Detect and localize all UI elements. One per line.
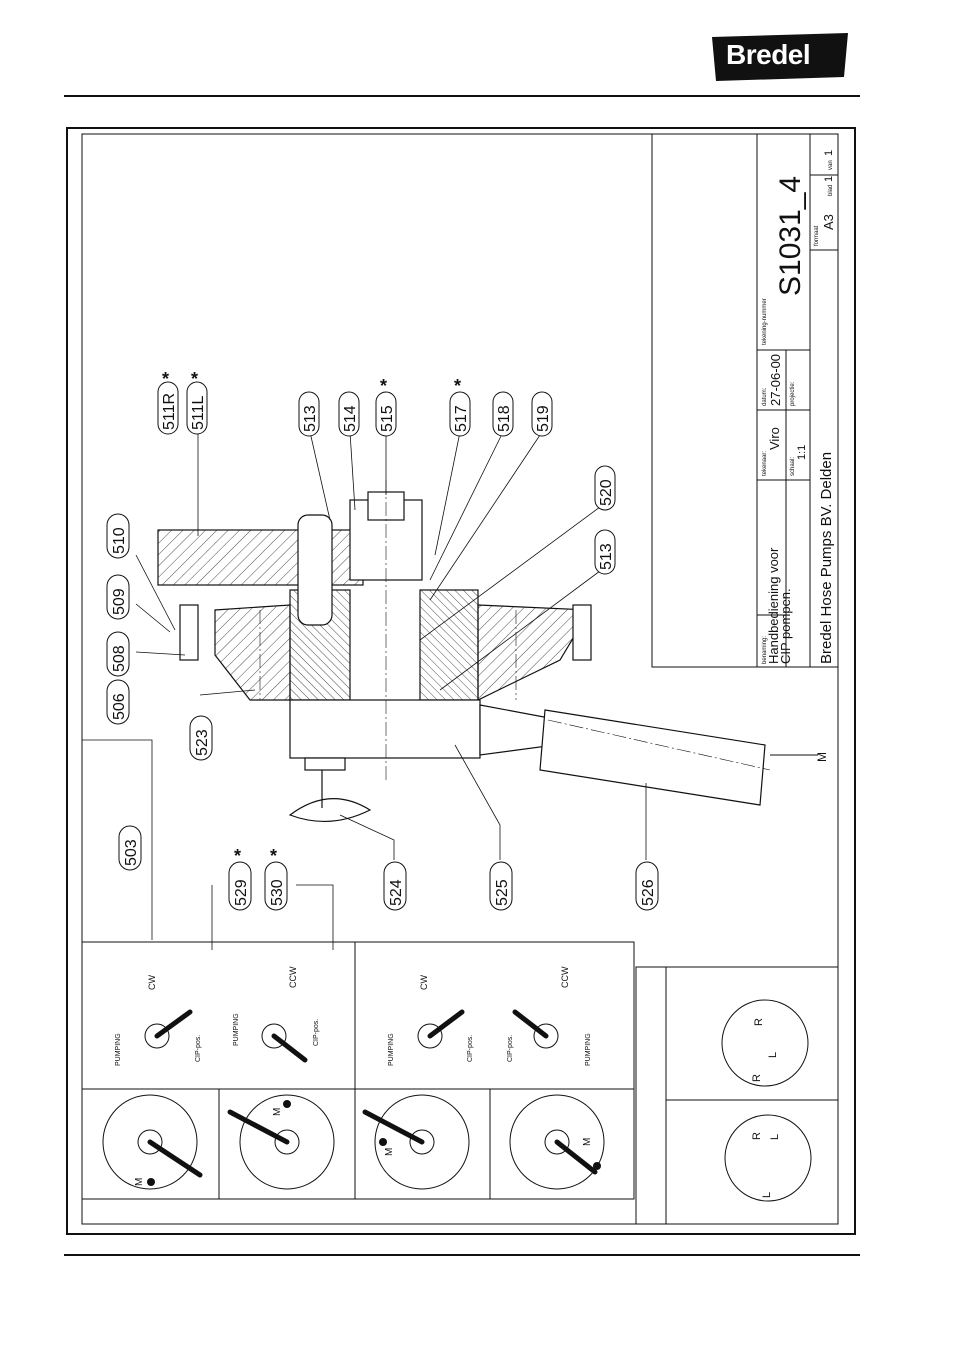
label-cip-3: CIP-pos. <box>467 1035 474 1062</box>
label-l-2: L <box>769 1134 781 1140</box>
tb-blad-label: blad <box>828 185 834 196</box>
label-pumping-4: PUMPING <box>585 1033 592 1066</box>
tb-company: Bredel Hose Pumps BV. Delden <box>818 452 835 664</box>
header-rule <box>64 95 860 97</box>
title-block <box>651 133 839 668</box>
callout-503: 503 <box>123 839 140 866</box>
callout-510: 510 <box>111 527 128 554</box>
label-cip-2: CIP-pos. <box>313 1019 320 1046</box>
callout-511L-star: * <box>191 369 198 389</box>
tb-projectie-label: projectie: <box>790 381 796 406</box>
tb-blad: 1 <box>823 176 835 182</box>
callout-518: 518 <box>496 405 513 432</box>
tb-tekenaar-label: tekenaar: <box>762 451 768 476</box>
label-cw-top-right: CW <box>419 975 429 990</box>
label-m-1: M <box>134 1178 145 1186</box>
label-cip-4: CIP-pos. <box>507 1035 514 1062</box>
callout-513-right: 513 <box>598 543 615 570</box>
label-l-3: L <box>761 1192 773 1198</box>
pump-assembly-section <box>157 491 766 822</box>
callout-530: 530 <box>269 879 286 906</box>
label-m-2: M <box>272 1108 283 1116</box>
position-diagram-frames <box>81 941 839 1225</box>
section-mark-m: M <box>815 752 829 762</box>
callout-513-top: 513 <box>302 405 319 432</box>
callout-530-star: * <box>270 846 277 866</box>
callout-520: 520 <box>598 479 615 506</box>
tb-benaming-line1: Handbediening voor <box>766 547 781 664</box>
callout-511R: 511R <box>161 393 178 430</box>
callout-529-star: * <box>234 846 241 866</box>
bredel-logo: Bredel <box>712 33 848 81</box>
tb-formaat-label: formaat <box>814 225 820 246</box>
tb-benaming-line2: CIP pompen. <box>778 588 793 664</box>
tb-van: 1 <box>823 150 835 156</box>
callout-511R-star: * <box>162 369 169 389</box>
label-ccw-top-right: CCW <box>560 966 570 988</box>
drawing-frame <box>66 127 856 1235</box>
logo-text: Bredel <box>726 39 811 70</box>
tb-tekening-nummer: S1031_4 <box>774 176 807 296</box>
callout-508: 508 <box>111 645 128 672</box>
callout-529: 529 <box>233 879 250 906</box>
callout-524: 524 <box>388 879 405 906</box>
logo-badge <box>712 33 848 81</box>
label-pumping-2: PUMPING <box>233 1013 240 1046</box>
tb-datum: 27-06-00 <box>768 354 783 406</box>
callout-515-star: * <box>380 376 387 396</box>
callout-523: 523 <box>194 729 211 756</box>
label-cip-1: CIP-pos. <box>195 1035 202 1062</box>
callout-bubbles <box>106 381 659 911</box>
footer-rule <box>64 1254 860 1256</box>
callout-517: 517 <box>453 405 470 432</box>
callout-519: 519 <box>535 405 552 432</box>
callout-526: 526 <box>640 879 657 906</box>
tb-formaat: A3 <box>821 214 836 230</box>
label-pumping-3: PUMPING <box>388 1033 395 1066</box>
handle-position-circles <box>102 999 812 1202</box>
callout-515: 515 <box>379 405 396 432</box>
tb-schaal-label: schaal: <box>790 457 796 476</box>
inner-border <box>81 133 839 1225</box>
label-m-3: M <box>384 1148 395 1156</box>
label-m-4: M <box>582 1138 593 1146</box>
center-lines <box>259 480 771 780</box>
m-marker-dots <box>147 1100 601 1186</box>
label-pumping-1: PUMPING <box>115 1033 122 1066</box>
callout-506: 506 <box>111 693 128 720</box>
tb-van-label: van <box>828 160 834 170</box>
callout-509: 509 <box>111 588 128 615</box>
tb-benaming-label: benaming: <box>762 636 768 664</box>
label-r-1: R <box>753 1018 765 1026</box>
tb-datum-label: datum: <box>762 387 768 406</box>
handle-arms <box>147 1009 598 1178</box>
callout-leaders <box>82 431 647 950</box>
label-l-1: L <box>767 1052 779 1058</box>
label-r-2: R <box>751 1074 763 1082</box>
tb-schaal: 1:1 <box>796 445 808 460</box>
callout-517-star: * <box>454 376 461 396</box>
callout-525: 525 <box>494 879 511 906</box>
label-cw-top-left: CW <box>147 975 157 990</box>
label-r-3: R <box>751 1132 763 1140</box>
tb-tekening-label: tekening-nummer <box>762 298 768 345</box>
callout-511L: 511L <box>190 395 207 430</box>
label-ccw-top-left: CCW <box>288 966 298 988</box>
tb-tekenaar: Viro <box>767 427 782 450</box>
callout-514: 514 <box>342 405 359 432</box>
